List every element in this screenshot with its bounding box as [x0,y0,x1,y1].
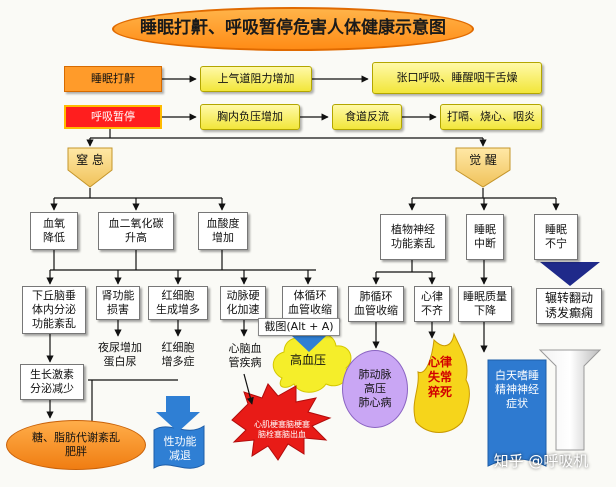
node-metabolic-obesity: 糖、脂肪代谢紊乱 肥胖 [6,420,146,470]
node-co2: 血二氧化碳 升高 [98,212,174,250]
node-kidney: 肾功能 损害 [96,286,140,320]
daytime-banner [487,359,547,467]
node-blood-oxygen: 血氧 降低 [30,212,78,250]
node-stroke: 心肌梗塞脑梗塞 脑栓塞脑出血 [254,420,310,439]
node-pulmonary-hypertension: 肺动脉 高压 肺心病 [342,350,408,428]
node-acidity: 血酸度 增加 [198,212,248,250]
node-sexual-decline: 性功能 减退 [163,435,197,462]
node-polycythemia: 红细胞 增多症 [161,341,195,368]
step-chest-pressure: 胸内负压增加 [200,104,300,130]
stroke-burst [231,383,332,461]
result-heartburn: 打嗝、烧心、咽炎 [440,104,542,130]
node-tossing-epilepsy: 辗转翻动 诱发癫痫 [536,288,602,324]
down-arrow-right [540,262,600,286]
step-reflux: 食道反流 [332,104,402,130]
node-rbc: 红细胞 生成增多 [148,286,208,320]
branch-arrow-right [455,147,511,188]
branch-arrow-left [67,147,113,188]
down-arrow-flag [156,396,200,432]
result-dry-mouth: 张口呼吸、睡醒咽干舌燥 [372,62,542,94]
node-nocturia: 夜尿增加 蛋白尿 [98,341,142,368]
cause-apnea: 呼吸暂停 [64,105,162,129]
node-sleep-quality: 睡眠质量 下降 [458,286,512,322]
node-hypothalamus: 下丘脑垂 体内分泌 功能紊乱 [22,286,86,334]
node-arteriosclerosis: 动脉硬 化加速 [220,286,266,320]
node-pulmonary-circulation: 肺循环 血管收缩 [348,286,404,322]
node-systemic-circulation: 体循环 血管收缩 [282,286,338,320]
page-title: 睡眠打鼾、呼吸暂停危害人体健康示意图 [112,7,474,51]
node-autonomic: 植物神经 功能紊乱 [380,214,446,260]
node-growth-hormone: 生长激素 分泌减少 [20,364,84,400]
node-restless-sleep: 睡眠 不宁 [534,214,578,260]
node-sleep-interrupted: 睡眠 中断 [466,214,504,260]
watermark: 知乎 @呼吸机 [493,451,589,470]
screenshot-tooltip: 截图(Alt + A) [258,318,340,336]
step-airway-resistance: 上气道阻力增加 [200,66,312,92]
node-arrhythmia: 心律 不齐 [414,286,450,322]
node-sudden-death: 心律 失常 猝死 [427,354,452,399]
sudden-death-flame [413,332,470,433]
node-daytime-sleepiness: 白天嗜睡 精神神经 症状 [495,369,539,410]
node-hypertension: 高血压 [289,352,326,367]
node-cardio-disease: 心脑血 管疾病 [228,342,262,369]
cause-snoring: 睡眠打鼾 [64,66,162,92]
branch-arousal-label: 觉 醒 [469,152,497,167]
sexual-flag [153,425,205,469]
branch-asphyxia-label: 窒 息 [76,152,104,167]
tube-shape [538,349,602,451]
